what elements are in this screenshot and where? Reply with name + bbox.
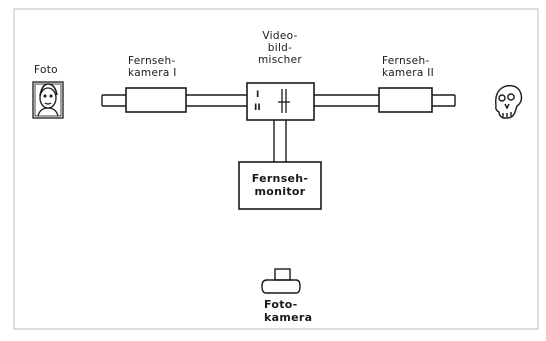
monitor-label: Fernseh- monitor bbox=[239, 172, 321, 198]
beam-down bbox=[274, 120, 286, 162]
photo-label: Foto bbox=[34, 64, 58, 76]
photo-camera-label: Foto- kamera bbox=[264, 298, 312, 324]
photo-camera-label-line-2: kamera bbox=[264, 311, 312, 324]
mixer-label-line-2: bild- bbox=[246, 42, 314, 54]
mixer-label-line-1: Video- bbox=[246, 30, 314, 42]
camera-1-label-line-2: kamera I bbox=[128, 67, 177, 79]
monitor-label-line-1: Fernseh- bbox=[239, 172, 321, 185]
camera-1-box bbox=[126, 88, 186, 112]
mixer-input-2-mark: II bbox=[254, 103, 261, 113]
portrait-photo-icon bbox=[33, 82, 63, 118]
mixer-label: Video- bild- mischer bbox=[246, 30, 314, 66]
photo-camera-icon bbox=[262, 269, 300, 293]
camera-2-box bbox=[379, 88, 432, 112]
monitor-label-line-2: monitor bbox=[239, 185, 321, 198]
camera-2-label-line-1: Fernseh- bbox=[382, 55, 434, 67]
camera-2-label: Fernseh- kamera II bbox=[382, 55, 434, 79]
photo-camera-label-line-1: Foto- bbox=[264, 298, 312, 311]
camera-1-label: Fernseh- kamera I bbox=[128, 55, 177, 79]
camera-1-label-line-1: Fernseh- bbox=[128, 55, 177, 67]
mixer-label-line-3: mischer bbox=[246, 54, 314, 66]
mixer-input-1-mark: I bbox=[256, 90, 259, 100]
camera-2-label-line-2: kamera II bbox=[382, 67, 434, 79]
skull-icon bbox=[496, 86, 522, 118]
